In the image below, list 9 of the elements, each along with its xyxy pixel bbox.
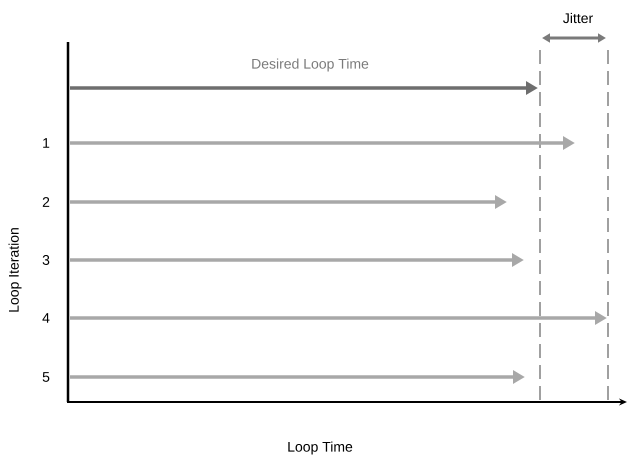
- axis-title: Loop Time: [288, 441, 352, 454]
- iteration-number: 3: [42, 255, 50, 265]
- iteration-number: 5: [42, 372, 50, 382]
- jitter-label: Jitter: [563, 12, 593, 24]
- arrow-label: Desired Loop Time: [252, 58, 368, 72]
- iteration-number: 4: [42, 313, 50, 323]
- iteration-number: 1: [43, 138, 50, 148]
- axis-title: Loop Iteration: [8, 228, 22, 312]
- iteration-number: 2: [42, 197, 50, 207]
